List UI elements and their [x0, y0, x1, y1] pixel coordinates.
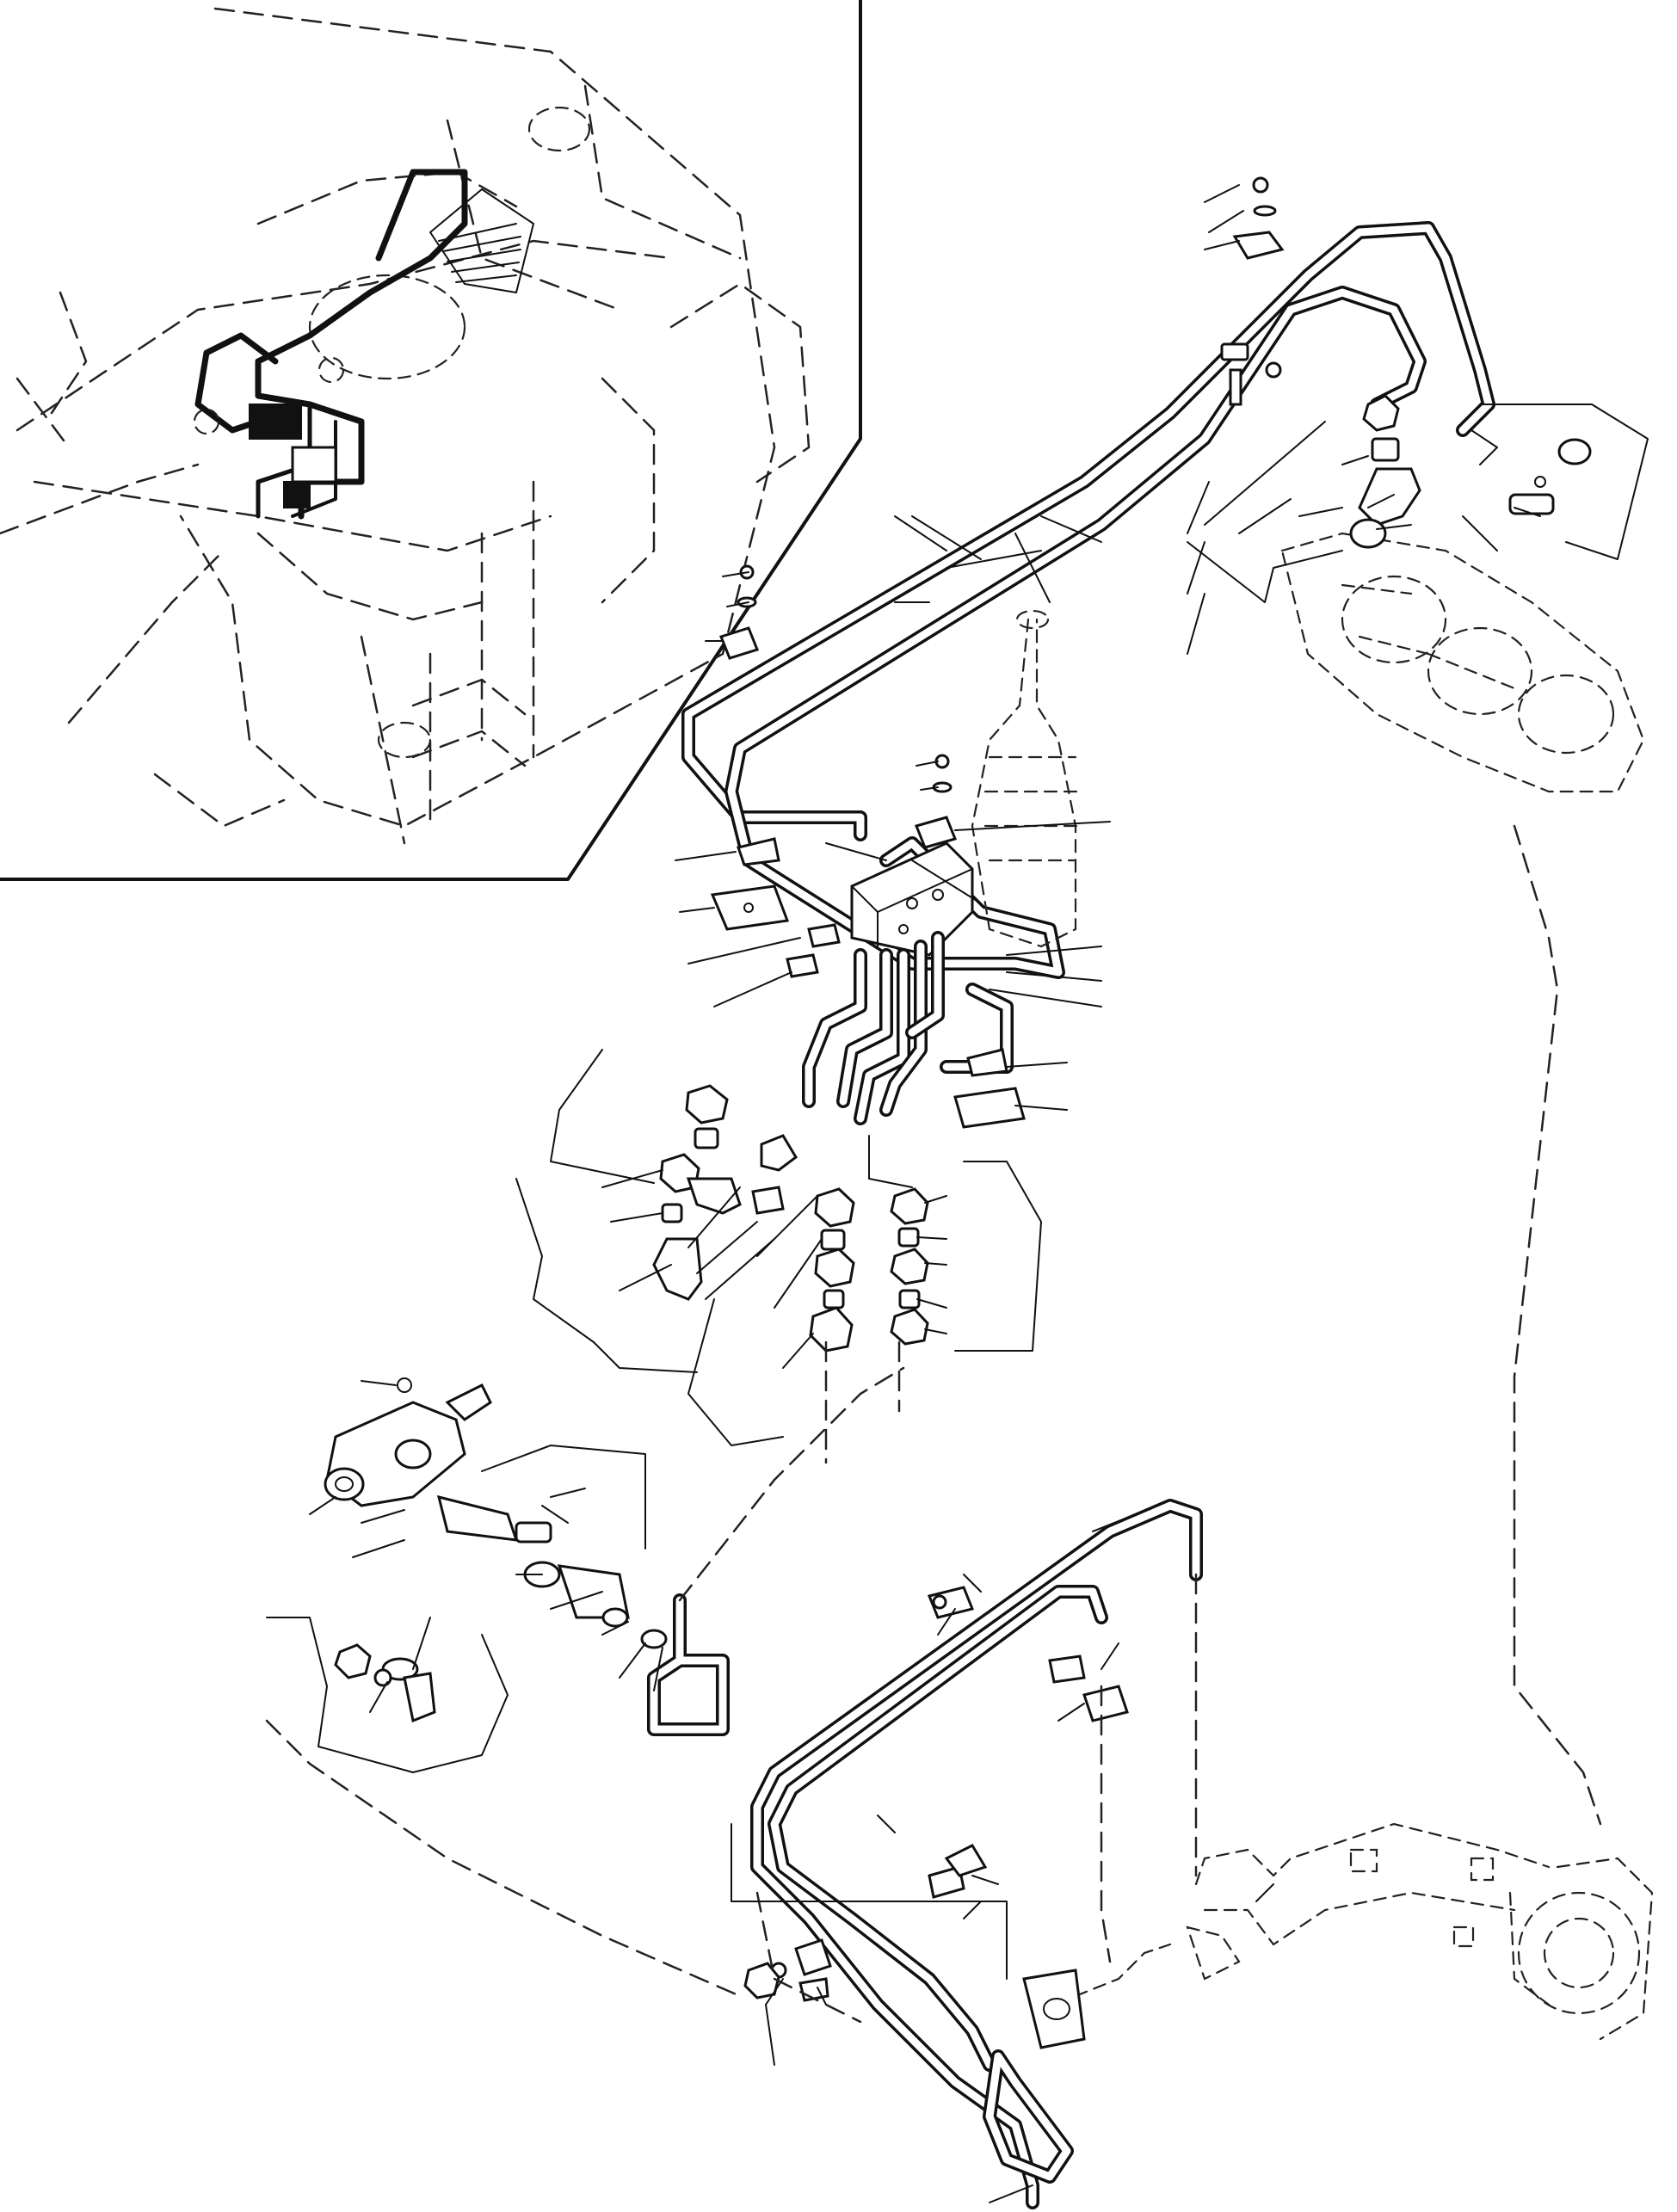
- fittings-centre: [652, 1084, 929, 1352]
- callout-leader-line: [971, 1875, 999, 1885]
- callout-leader-line: [916, 761, 939, 767]
- callout-leader-line: [601, 1169, 663, 1188]
- callout-leader-line: [1187, 593, 1205, 655]
- callout-leader-line: [1208, 210, 1244, 233]
- callout-leader-line: [1204, 240, 1240, 250]
- callout-leader-line: [1462, 515, 1498, 551]
- callout-leader-line: [1092, 1513, 1137, 1532]
- callout-leader-line: [774, 1238, 823, 1309]
- callout-leader-line: [924, 1195, 947, 1204]
- callout-leader-line: [1006, 946, 1102, 956]
- location-inset: [0, 0, 862, 881]
- callout-leaders: [309, 184, 1541, 2203]
- callout-leader-line: [541, 1505, 569, 1524]
- inset-border: [0, 0, 862, 881]
- group-brackets: [266, 404, 1649, 1980]
- callout-leader-line: [687, 1186, 741, 1248]
- callout-leader-line: [361, 1509, 405, 1524]
- callout-leader-line: [1014, 533, 1051, 603]
- pipe-assembly-upper: [681, 221, 1495, 979]
- pipe-assembly-lower: [750, 1499, 1203, 2209]
- callout-leader-line: [817, 1987, 827, 2006]
- callout-leader-line: [619, 1642, 646, 1679]
- manifold-block: [850, 841, 974, 957]
- callout-leader-line: [954, 821, 1111, 831]
- inset-machine-frame: [0, 7, 811, 845]
- callout-leader-line: [765, 2004, 775, 2066]
- callout-leader-line: [1187, 481, 1210, 534]
- callout-leader-line: [675, 851, 737, 861]
- callout-leader-line: [756, 1195, 818, 1257]
- callout-leader-line: [1101, 1642, 1119, 1670]
- callout-leader-line: [653, 1647, 663, 1691]
- callout-leader-line: [1514, 507, 1541, 517]
- callout-leader-line: [877, 1815, 896, 1833]
- dashed-connection-lines: [265, 824, 1602, 2024]
- callout-leader-line: [1298, 507, 1343, 517]
- callout-leader-line: [1238, 498, 1292, 534]
- callout-leader-line: [1006, 971, 1102, 982]
- callout-leader-line: [916, 1298, 947, 1309]
- callout-leader-line: [679, 907, 715, 913]
- callout-leader-line: [911, 515, 982, 560]
- callout-leader-line: [894, 515, 947, 551]
- callout-leader-line: [1187, 541, 1205, 595]
- clamps-upper: [710, 176, 1285, 1129]
- callout-leader-line: [550, 1591, 603, 1610]
- callout-leader-line: [412, 1617, 431, 1670]
- callout-leader-line: [916, 1236, 947, 1240]
- auxiliary-valve: [324, 1377, 668, 1723]
- callout-leader-line: [610, 1212, 663, 1223]
- callout-leader-line: [705, 1238, 775, 1300]
- callout-leader-line: [911, 860, 982, 904]
- inset-valve-block: [249, 404, 337, 508]
- callout-leader-line: [1057, 1703, 1085, 1722]
- pipe-u-small: [647, 1593, 730, 1736]
- callout-leader-line: [1341, 455, 1369, 465]
- callout-leader-line: [352, 1539, 405, 1558]
- callout-leader-line: [1006, 1062, 1068, 1068]
- callout-leader-line: [1014, 1105, 1068, 1111]
- callout-leader-line: [924, 1262, 947, 1266]
- callout-leader-line: [722, 571, 749, 577]
- callout-leader-line: [309, 1496, 336, 1515]
- callout-leader-line: [601, 1621, 629, 1636]
- callout-leader-line: [1255, 1883, 1274, 1902]
- callout-leader-line: [696, 1221, 758, 1274]
- callout-leader-line: [369, 1681, 388, 1713]
- callout-leader-line: [782, 1333, 814, 1369]
- callout-leader-line: [726, 601, 749, 607]
- callout-leader-line: [989, 989, 1102, 1007]
- callout-leader-line: [963, 1574, 982, 1593]
- callout-leader-line: [937, 1608, 956, 1636]
- callout-leader-line: [963, 1901, 982, 1919]
- callout-leader-line: [619, 1264, 672, 1291]
- callout-leader-line: [687, 937, 801, 964]
- callout-leader-line: [1367, 494, 1395, 508]
- clamps-lower: [743, 1586, 1129, 2002]
- callout-leader-line: [825, 842, 887, 861]
- callout-leader-line: [1376, 524, 1412, 530]
- inset-hatched-plate: [429, 188, 534, 293]
- callout-leader-line: [713, 971, 792, 1007]
- callout-leader-line: [989, 2184, 1033, 2203]
- lower-hose-and-cylinder: [1022, 1822, 1654, 2049]
- callout-leader-line: [550, 1488, 586, 1498]
- pilot-control-valve: [971, 609, 1082, 948]
- fittings-right: [1220, 342, 1592, 549]
- callout-leader-line: [361, 1380, 397, 1386]
- callout-leader-line: [924, 1328, 947, 1334]
- callout-leader-line: [920, 786, 939, 791]
- callout-leader-line: [765, 1978, 784, 2006]
- callout-leader-line: [1204, 184, 1240, 203]
- main-control-valve: [1280, 532, 1645, 793]
- callout-leader-line: [1040, 515, 1102, 543]
